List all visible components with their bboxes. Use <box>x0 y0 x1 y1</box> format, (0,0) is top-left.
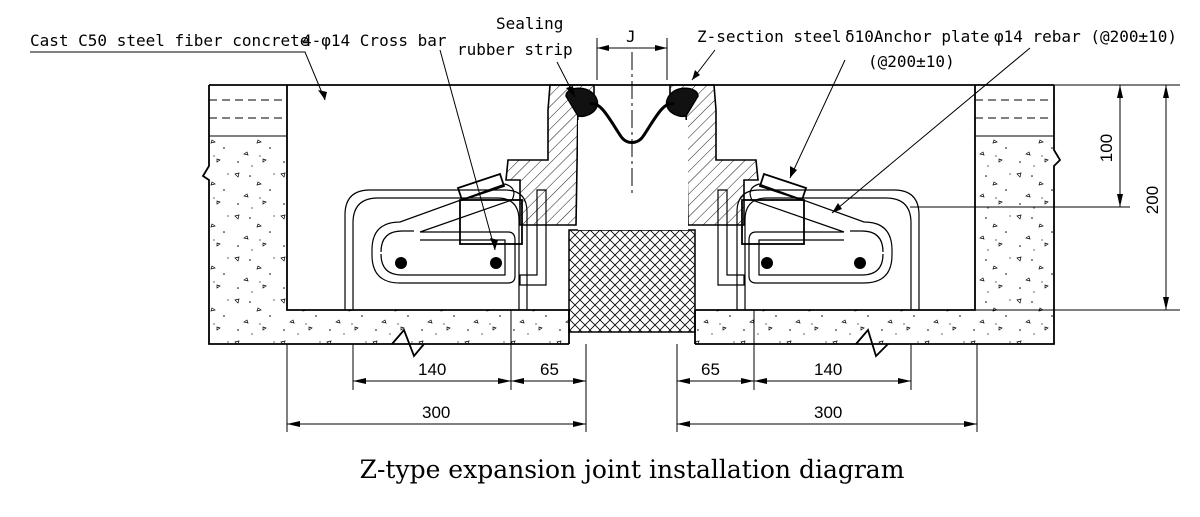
dim-left-140: 140 <box>418 360 446 379</box>
dim-left-300: 300 <box>422 403 450 422</box>
dim-height-200: 200 <box>1143 186 1162 214</box>
bottom-dimensions: 140 65 300 65 140 300 <box>286 310 978 432</box>
label-rebar: φ14 rebar (@200±10) <box>994 27 1177 46</box>
dim-left-65: 65 <box>540 360 559 379</box>
dim-right-300: 300 <box>814 403 842 422</box>
z-section-steel-right <box>669 84 759 226</box>
label-sealing-line2: rubber strip <box>457 40 573 59</box>
label-sealing-line1: Sealing <box>496 14 563 33</box>
z-section-steel-left <box>505 84 595 226</box>
label-anchor-plate: δ10Anchor plate <box>845 27 990 46</box>
label-concrete: Cast C50 steel fiber concrete <box>30 31 309 50</box>
dim-right-140: 140 <box>814 360 842 379</box>
joint-opening <box>578 120 688 230</box>
concrete-fill <box>209 136 1054 344</box>
callout-labels: Cast C50 steel fiber concrete 4-φ14 Cros… <box>30 14 1177 71</box>
label-z-section-steel: Z-section steel <box>697 27 842 46</box>
anchor-plates <box>456 172 808 245</box>
dim-right-65: 65 <box>701 360 720 379</box>
rebar-left <box>344 183 547 310</box>
dimension-j <box>596 38 668 80</box>
label-crossbar: 4-φ14 Cross bar <box>302 31 447 50</box>
filler-block <box>568 229 696 333</box>
label-anchor-spacing: (@200±10) <box>868 52 955 71</box>
rebar-right <box>717 183 920 310</box>
leader-lines <box>30 47 1031 251</box>
diagram-caption: Z-type expansion joint installation diag… <box>360 455 905 484</box>
label-gap-j: J <box>626 27 636 46</box>
dim-height-100: 100 <box>1097 134 1116 162</box>
vertical-dimensions: 100 200 <box>910 84 1180 311</box>
